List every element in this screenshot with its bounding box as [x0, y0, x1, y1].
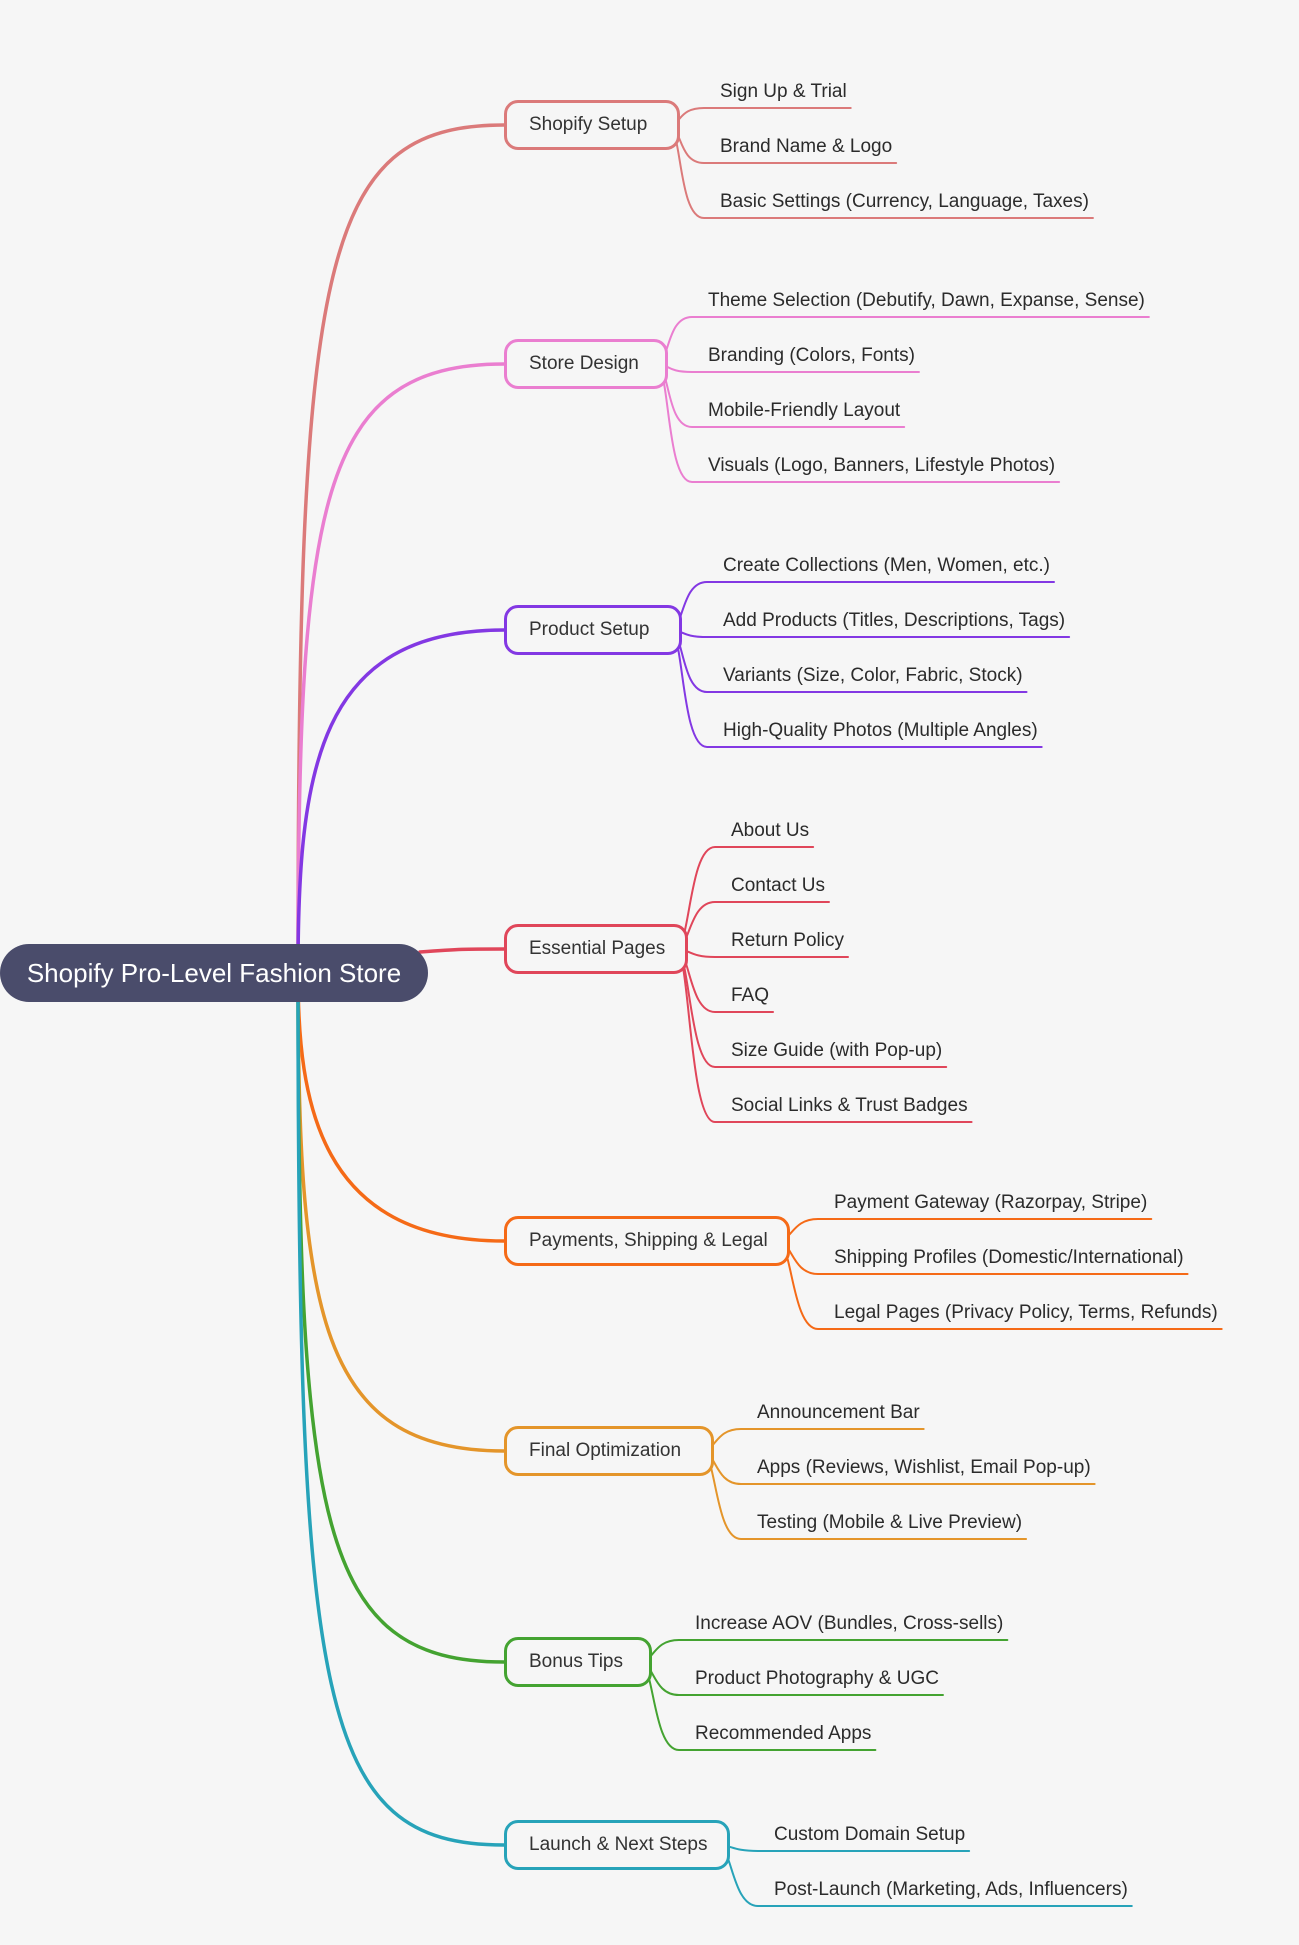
branch-connector — [296, 628, 506, 975]
leaf-node[interactable]: Payment Gateway (Razorpay, Stripe) — [834, 1192, 1148, 1213]
leaf-node[interactable]: Brand Name & Logo — [720, 136, 893, 157]
leaf-node[interactable]: Contact Us — [731, 875, 825, 896]
leaf-node[interactable]: Custom Domain Setup — [774, 1824, 966, 1845]
branch-node[interactable]: Essential Pages — [504, 924, 688, 974]
leaf-node[interactable]: Sign Up & Trial — [720, 81, 847, 102]
root-node[interactable]: Shopify Pro-Level Fashion Store — [0, 944, 428, 1002]
leaf-node[interactable]: Testing (Mobile & Live Preview) — [757, 1512, 1023, 1533]
branch-connector — [296, 971, 506, 1453]
branch-connector — [296, 971, 506, 1847]
leaf-node[interactable]: Return Policy — [731, 930, 844, 951]
branch-node[interactable]: Store Design — [504, 339, 668, 389]
leaf-node[interactable]: Product Photography & UGC — [695, 1668, 939, 1689]
leaf-node[interactable]: Recommended Apps — [695, 1723, 872, 1744]
branch-connector — [296, 123, 506, 975]
leaf-node[interactable]: Variants (Size, Color, Fabric, Stock) — [723, 665, 1023, 686]
leaf-node[interactable]: About Us — [731, 820, 810, 841]
leaf-node[interactable]: FAQ — [731, 985, 770, 1006]
leaf-node[interactable]: Announcement Bar — [757, 1402, 920, 1423]
branch-connector — [296, 971, 506, 1664]
leaf-node[interactable]: Add Products (Titles, Descriptions, Tags… — [723, 610, 1066, 631]
leaf-node[interactable]: Branding (Colors, Fonts) — [708, 345, 915, 366]
leaf-node[interactable]: High-Quality Photos (Multiple Angles) — [723, 720, 1038, 741]
leaf-node[interactable]: Legal Pages (Privacy Policy, Terms, Refu… — [834, 1302, 1218, 1323]
leaf-node[interactable]: Theme Selection (Debutify, Dawn, Expanse… — [708, 290, 1145, 311]
branch-node[interactable]: Bonus Tips — [504, 1637, 652, 1687]
branch-node[interactable]: Shopify Setup — [504, 100, 680, 150]
leaf-node[interactable]: Post-Launch (Marketing, Ads, Influencers… — [774, 1879, 1128, 1900]
leaf-node[interactable]: Create Collections (Men, Women, etc.) — [723, 555, 1050, 576]
leaf-node[interactable]: Social Links & Trust Badges — [731, 1095, 968, 1116]
branch-connector — [296, 362, 506, 975]
leaf-node[interactable]: Size Guide (with Pop-up) — [731, 1040, 943, 1061]
branch-node[interactable]: Launch & Next Steps — [504, 1820, 730, 1870]
branch-node[interactable]: Product Setup — [504, 605, 682, 655]
branch-connector — [418, 947, 506, 954]
leaf-node[interactable]: Apps (Reviews, Wishlist, Email Pop-up) — [757, 1457, 1091, 1478]
leaf-connector — [639, 1639, 1009, 1663]
leaf-connector — [701, 1428, 925, 1452]
leaf-node[interactable]: Visuals (Logo, Banners, Lifestyle Photos… — [708, 455, 1056, 476]
branch-node[interactable]: Payments, Shipping & Legal — [504, 1216, 790, 1266]
leaf-node[interactable]: Basic Settings (Currency, Language, Taxe… — [720, 191, 1089, 212]
leaf-node[interactable]: Shipping Profiles (Domestic/Internationa… — [834, 1247, 1184, 1268]
branch-connector — [296, 971, 506, 1243]
leaf-connector — [667, 107, 852, 126]
branch-node[interactable]: Final Optimization — [504, 1426, 714, 1476]
leaf-node[interactable]: Mobile-Friendly Layout — [708, 400, 901, 421]
leaf-connector — [777, 1218, 1153, 1242]
leaf-node[interactable]: Increase AOV (Bundles, Cross-sells) — [695, 1613, 1004, 1634]
